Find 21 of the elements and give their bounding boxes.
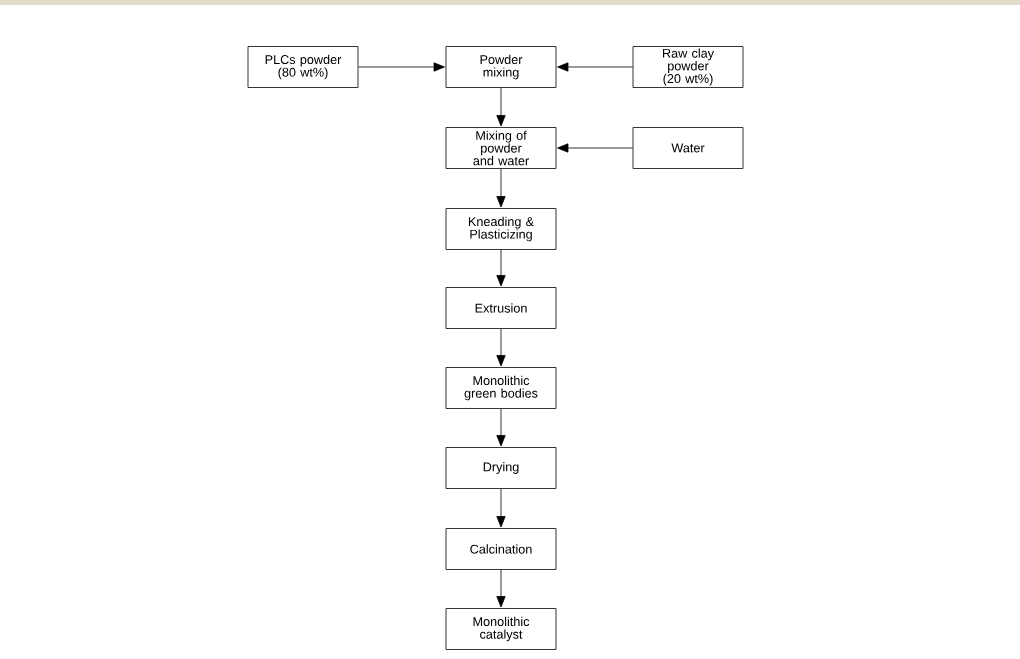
arrow bbox=[496, 488, 506, 528]
process-box: Powder mixing bbox=[445, 46, 557, 88]
arrow bbox=[496, 249, 506, 287]
arrow bbox=[496, 168, 506, 208]
process-box: Calcination bbox=[445, 528, 557, 570]
process-box: Extrusion bbox=[445, 287, 557, 329]
arrow bbox=[557, 143, 633, 153]
process-box: Raw clay powder (20 wt%) bbox=[632, 46, 744, 88]
arrow bbox=[496, 569, 506, 608]
process-box: Water bbox=[632, 127, 744, 169]
process-box: Monolithic green bodies bbox=[445, 367, 557, 409]
process-box: Drying bbox=[445, 447, 557, 489]
arrow bbox=[496, 408, 506, 447]
arrow bbox=[496, 87, 506, 127]
arrow bbox=[358, 62, 445, 72]
process-box: PLCs powder (80 wt%) bbox=[247, 46, 359, 88]
process-box: Monolithic catalyst bbox=[445, 608, 557, 650]
arrow bbox=[557, 62, 633, 72]
process-box: Mixing of powder and water bbox=[445, 127, 557, 169]
process-box: Kneading & Plasticizing bbox=[445, 208, 557, 250]
arrow bbox=[496, 328, 506, 367]
